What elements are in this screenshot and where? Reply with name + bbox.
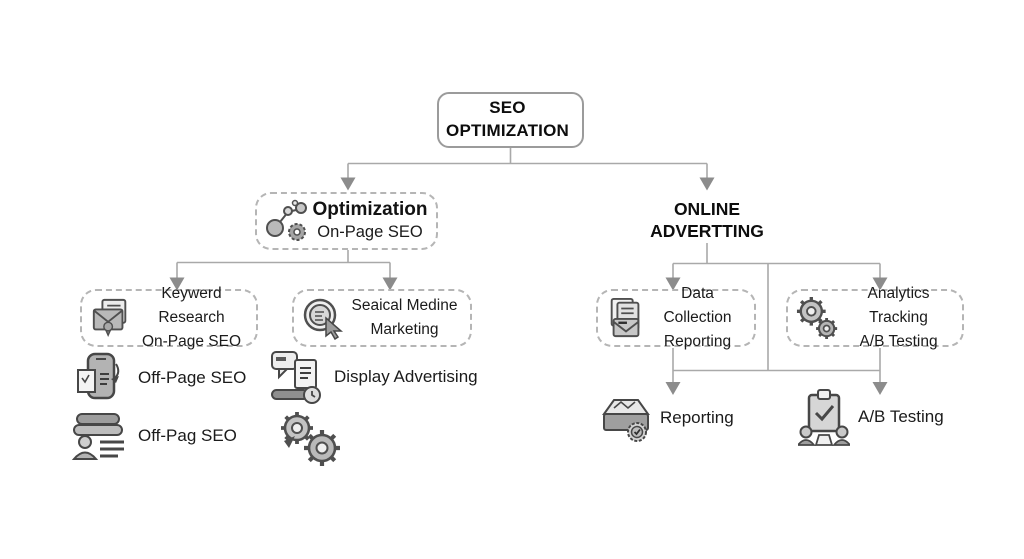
arrow-down-icon [340, 177, 356, 191]
ab-testing-label: A/B Testing [858, 407, 944, 426]
optimization-title: Optimization [312, 199, 428, 221]
keyword-research-line2: On-Page SEO [141, 333, 242, 351]
arrow-down-icon [665, 382, 681, 395]
reporting-label: Reporting [660, 408, 734, 427]
social-media-line2: Marketing [370, 321, 439, 338]
leaf-ab-testing: A/B Testing [798, 388, 944, 446]
chat-document-icon [270, 348, 324, 406]
envelope-ribbon-icon [89, 297, 133, 339]
social-media-line1: Seaical Medine [351, 296, 458, 314]
keyword-research-text: Keywerd Research On-Page SEO [133, 282, 256, 354]
connector-right-leaves [665, 348, 888, 395]
node-analytics-tracking: Analytics Tracking A/B Testing [786, 285, 964, 350]
box-badge-icon [600, 392, 652, 444]
display-advertising-label: Display Advertising [334, 367, 478, 386]
network-gear-icon [264, 199, 310, 243]
arrow-down-icon [665, 277, 681, 291]
heading-online-advertting: ONLINE ADVERTTING [612, 199, 802, 243]
mobile-document-icon [74, 350, 126, 406]
arrow-down-icon [872, 277, 888, 291]
root-title: SEO OPTIMIZATION [439, 97, 582, 143]
arrow-down-icon [169, 277, 185, 291]
click-target-icon [301, 296, 345, 340]
off-pag-seo-label: Off-Pag SEO [138, 426, 237, 445]
analytics-tracking-text: Analytics Tracking A/B Testing [841, 282, 962, 354]
node-data-collection: Data Collection Reporting [596, 285, 756, 350]
leaf-reporting: Reporting [600, 392, 734, 444]
optimization-text: Optimization On-Page SEO [310, 198, 436, 243]
leaf-off-pag-seo: Off-Pag SEO [68, 412, 237, 460]
social-media-text: Seaical Medine Marketing [345, 294, 470, 342]
arrow-down-icon [699, 177, 715, 191]
double-gear-icon [795, 296, 841, 340]
keyword-research-line1: Keywerd Research [158, 284, 225, 326]
online-advertting-line1: ONLINE [673, 199, 741, 219]
online-advertting-line2: ADVERTTING [650, 220, 764, 241]
node-optimization: Optimization On-Page SEO [255, 192, 438, 250]
documents-envelope-icon [605, 296, 647, 340]
data-collection-line2: Reporting [663, 333, 732, 351]
connector-left-branch [169, 250, 398, 291]
connector-root-to-branches [340, 148, 715, 191]
person-list-icon [68, 412, 128, 460]
arrow-down-icon [872, 382, 888, 395]
clipboard-people-icon [798, 388, 850, 446]
leaf-gears [272, 408, 346, 470]
gears-icon [272, 408, 346, 470]
connector-right-branch [665, 243, 888, 371]
node-seo-optimization: SEO OPTIMIZATION [437, 92, 584, 148]
leaf-off-page-seo: Off-Page SEO [74, 350, 246, 406]
analytics-tracking-line2: A/B Testing [859, 333, 938, 351]
analytics-tracking-line1: Analytics Tracking [867, 284, 930, 326]
node-social-media-marketing: Seaical Medine Marketing [292, 289, 472, 347]
data-collection-text: Data Collection Reporting [647, 282, 754, 354]
node-keyword-research: Keywerd Research On-Page SEO [80, 285, 258, 350]
root-title-line1: SEO [489, 98, 526, 118]
leaf-display-advertising: Display Advertising [270, 348, 478, 406]
data-collection-line1: Data Collection [663, 284, 732, 326]
root-title-line2: OPTIMIZATION [446, 121, 569, 140]
optimization-subtitle: On-Page SEO [317, 223, 423, 242]
off-page-seo-label: Off-Page SEO [138, 368, 247, 387]
arrow-down-icon [382, 277, 398, 291]
